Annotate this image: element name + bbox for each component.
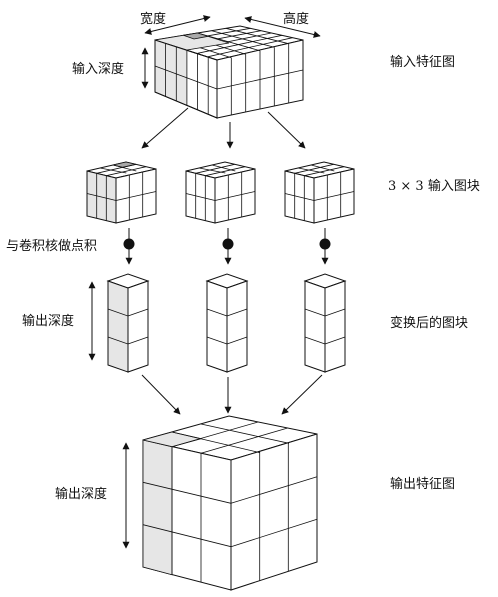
column-left: [106, 273, 150, 373]
arrow-to-patch-left: [141, 107, 189, 149]
input-slab-right-grid: [216, 43, 304, 115]
width-arrow: [144, 15, 211, 35]
output-depth-label: 输出深度: [55, 486, 107, 502]
dot-product-dot-right: [319, 238, 331, 250]
width-label: 宽度: [140, 11, 166, 27]
arrow-column-right-to-output: [281, 374, 323, 415]
transformed-patch-label: 变换后的图块: [390, 315, 468, 331]
arrow-to-patch-right: [267, 111, 306, 149]
patch-left: [86, 161, 157, 224]
patch-label: 3 × 3 输入图块: [388, 178, 480, 194]
arrow-column-left-to-output: [141, 374, 181, 415]
output-feature-map-label: 输出特征图: [390, 476, 455, 492]
height-arrow: [244, 16, 321, 38]
height-label: 高度: [283, 11, 309, 27]
output-feature-map-cube: [142, 415, 318, 591]
dot-product-dot-middle: [222, 238, 234, 250]
dot-product-label: 与卷积核做点积: [6, 238, 97, 254]
column-depth-label: 输出深度: [22, 313, 74, 329]
patch-right: [284, 161, 355, 224]
column-middle: [205, 273, 249, 373]
input-depth-label: 输入深度: [72, 61, 124, 77]
dot-product-dot-left: [123, 238, 135, 250]
patch-middle: [185, 161, 256, 224]
column-right: [303, 273, 347, 373]
input-slab-front-grid: [154, 39, 218, 119]
dot-product-markers: [123, 228, 331, 265]
input-feature-map-label: 输入特征图: [390, 54, 455, 70]
